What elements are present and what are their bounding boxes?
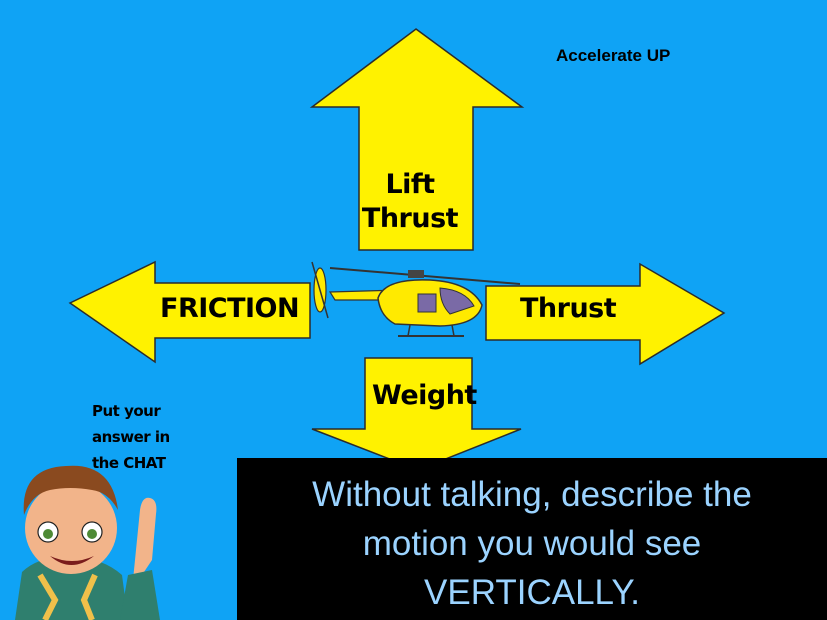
chat-prompt: Put your answer in the CHAT	[92, 398, 202, 476]
left-arrow	[68, 260, 311, 364]
question-box: Without talking, describe the motion you…	[237, 458, 827, 620]
up-arrow	[309, 28, 525, 251]
lift-label-line-2: Thrust	[361, 203, 459, 234]
friction-label: FRICTION	[160, 293, 300, 324]
motion-caption: Accelerate UP	[556, 46, 671, 65]
weight-label: Weight	[372, 380, 477, 411]
lift-label-line-1: Lift	[385, 169, 435, 200]
question-line-2: motion you would see	[362, 524, 702, 563]
chat-prompt-line-1: Put your	[92, 402, 161, 420]
thrust-label: Thrust	[520, 293, 617, 324]
question-line-1: Without talking, describe the	[312, 475, 752, 514]
question-text: Without talking, describe the motion you…	[237, 470, 827, 617]
question-line-3: VERTICALLY.	[424, 573, 640, 612]
down-arrow	[311, 357, 522, 471]
right-arrow	[485, 262, 726, 366]
lift-label: Lift Thrust	[345, 168, 475, 236]
avatar	[15, 465, 160, 620]
chat-prompt-line-3: the CHAT	[92, 454, 166, 472]
chat-prompt-line-2: answer in	[92, 428, 170, 446]
helicopter-icon	[311, 261, 521, 337]
